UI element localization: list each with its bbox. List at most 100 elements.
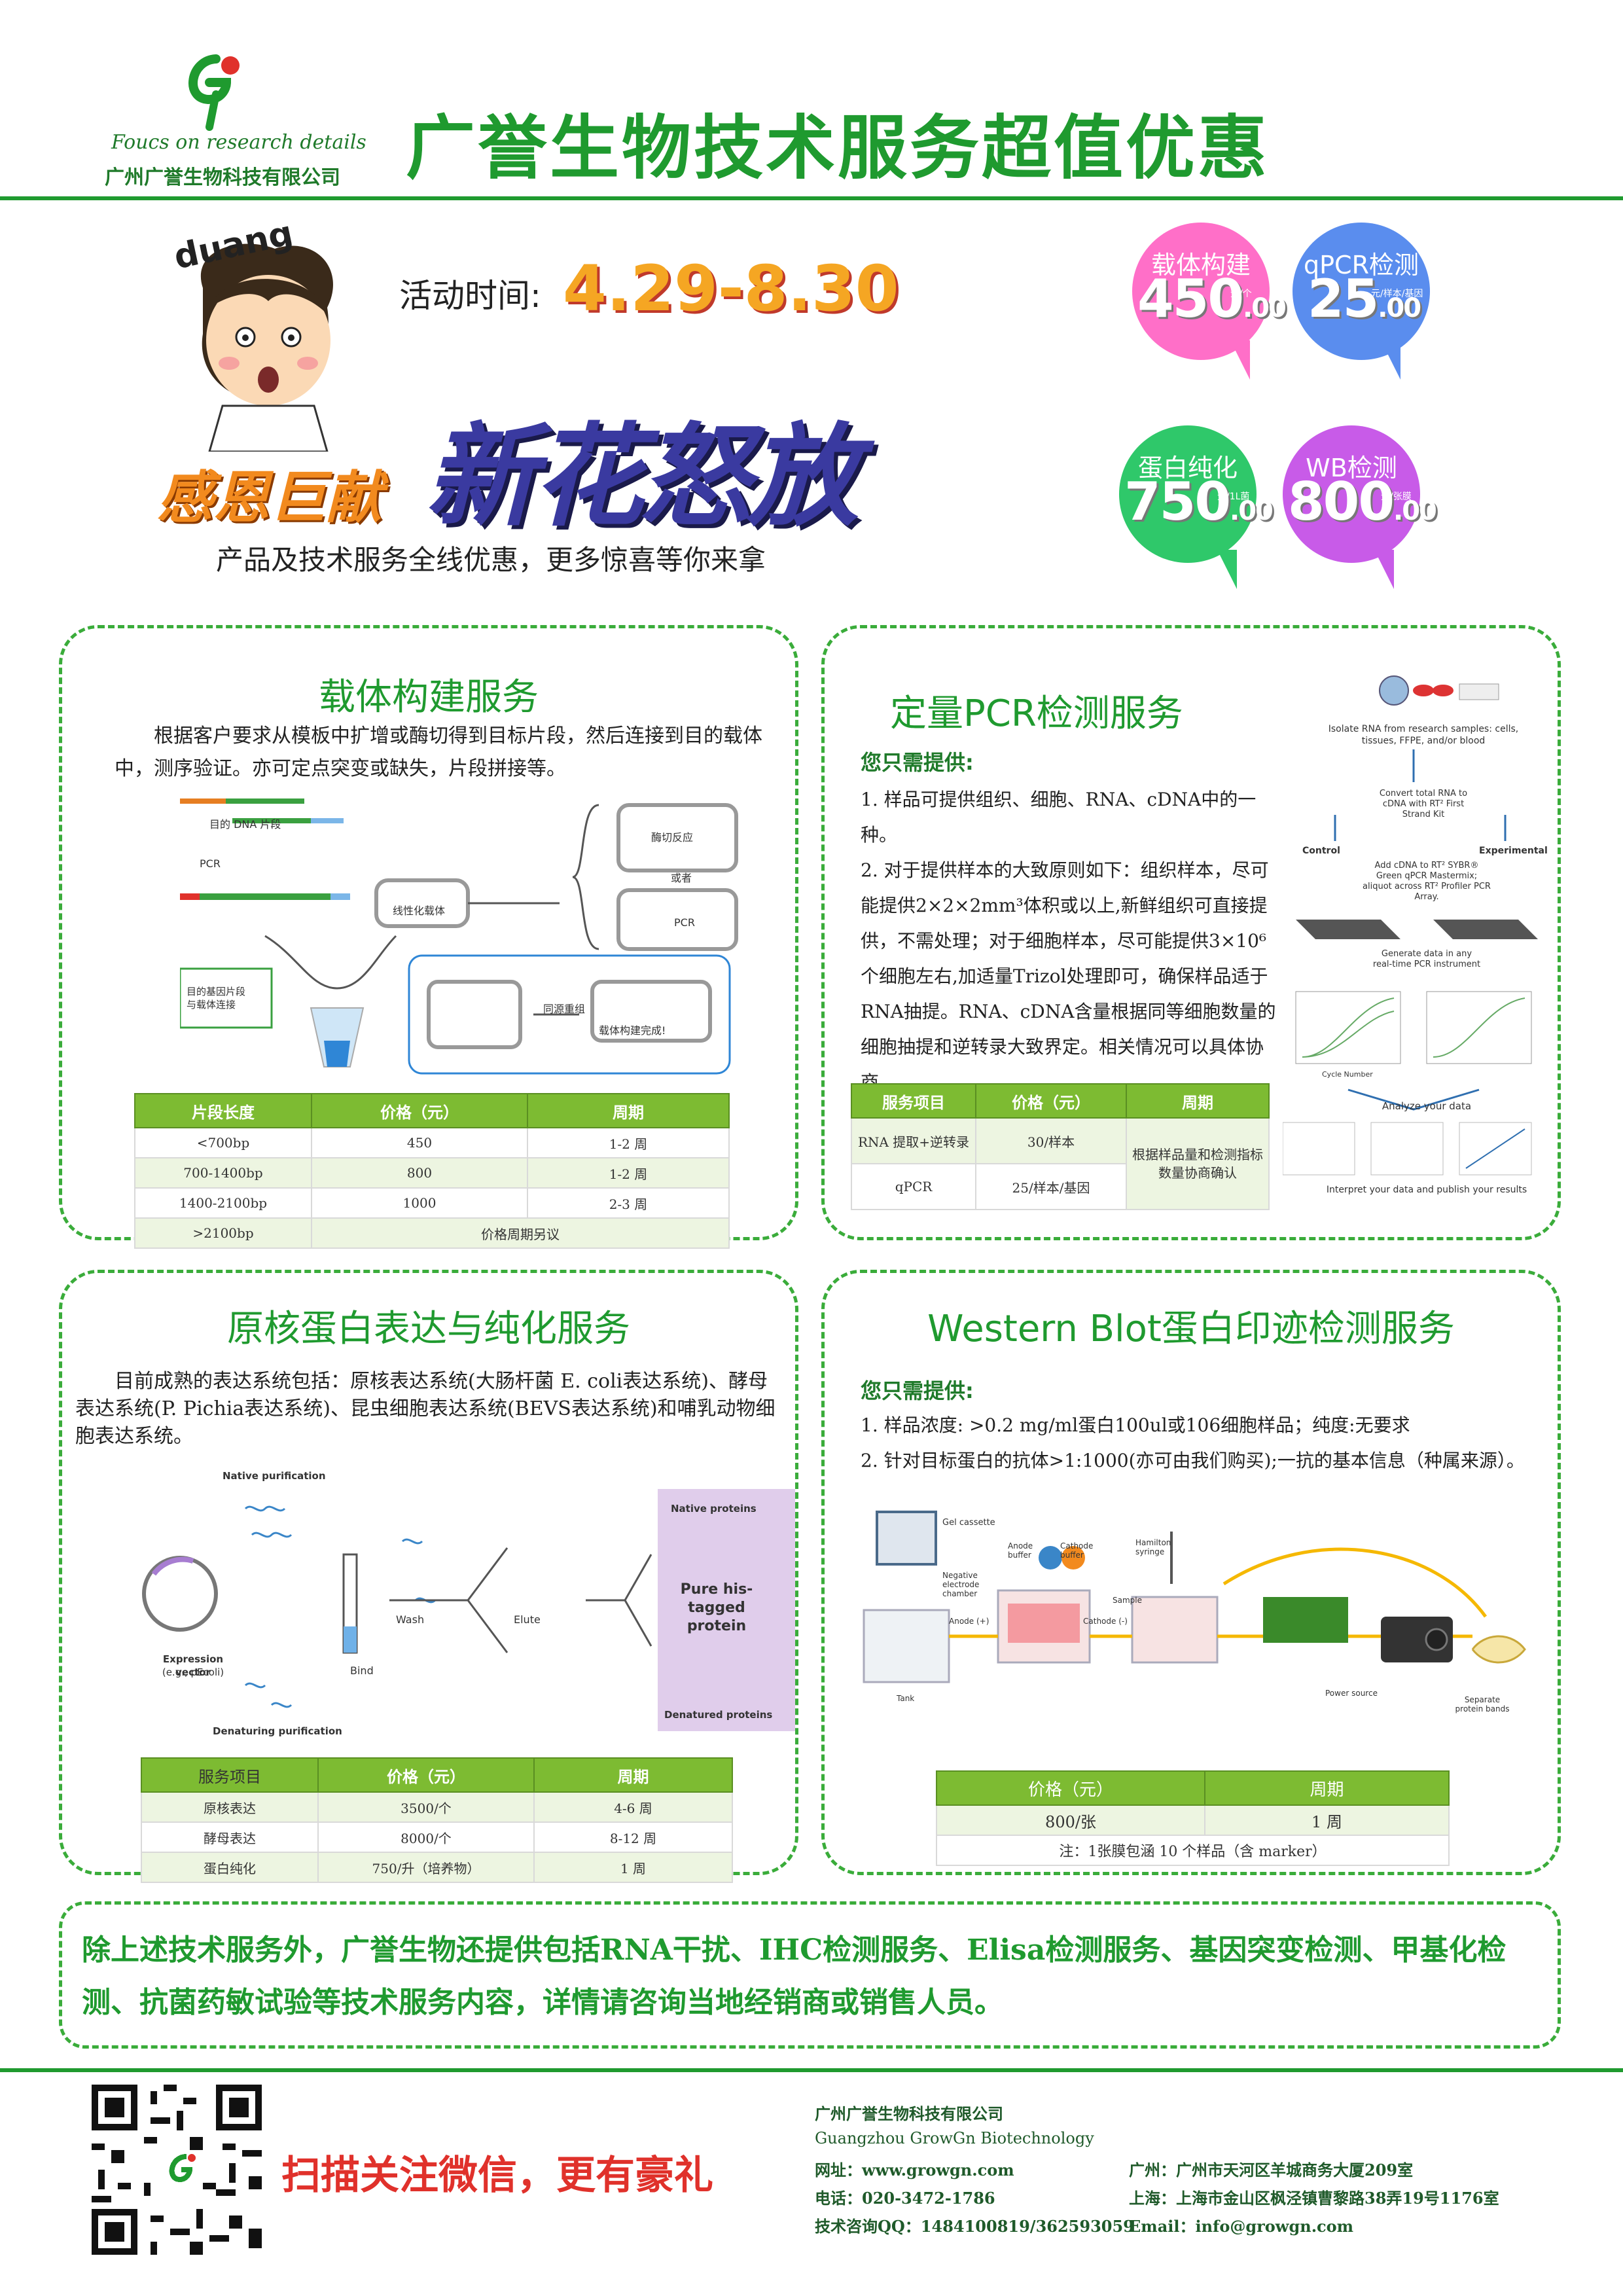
panel-extra: 除上述技术服务外，广誉生物还提供包括RNA干扰、IHC检测服务、Elisa检测服… xyxy=(59,1901,1561,2049)
wb-tank: Tank xyxy=(897,1694,915,1703)
qpcr-step-5: Analyze your data xyxy=(1382,1100,1472,1112)
page-title: 广誉生物技术服务超值优惠 xyxy=(406,108,1270,188)
qpcr-step-4: Generate data in any real-time PCR instr… xyxy=(1372,949,1481,969)
slogan-gratitude: 感恩巨献 xyxy=(157,465,382,531)
wb-cathode: Cathode (-) xyxy=(1083,1617,1128,1626)
table-header: 价格（元） xyxy=(311,1093,528,1128)
western-title: Western Blot蛋白印迹检测服务 xyxy=(927,1308,1455,1350)
protein-native-proteins: Native proteins xyxy=(671,1503,757,1515)
activity-time-value: 4.29-8.30 xyxy=(563,252,899,325)
slogan-bloom: 新花怒放 xyxy=(425,412,859,542)
qpcr-step-3: Add cDNA to RT² SYBR® Green qPCR Masterm… xyxy=(1363,861,1491,902)
vector-diagram xyxy=(180,798,738,1075)
table-header: 周期 xyxy=(533,1757,733,1793)
diag-target-dna: 目的 DNA 片段 xyxy=(209,818,281,831)
western-item-2: 2. 针对目标蛋白的抗体>1:1000(亦可由我们购买);一抗的基本信息（种属来… xyxy=(861,1450,1525,1471)
footer-qq: 技术咨询QQ：1484100819/362593059 xyxy=(815,2217,1134,2236)
qpcr-step-2: Convert total RNA to cDNA with RT² First… xyxy=(1379,789,1468,819)
extra-services-text: 除上述技术服务外，广誉生物还提供包括RNA干扰、IHC检测服务、Elisa检测服… xyxy=(82,1933,1507,2019)
wb-neg-chamber: Negative electrode chamber xyxy=(942,1571,980,1598)
protein-bind: Bind xyxy=(350,1664,374,1677)
badge-vector: 载体构建 450.00 元/个 xyxy=(1132,223,1287,360)
wb-sample: Sample xyxy=(1113,1596,1142,1605)
cartoon-boy xyxy=(164,229,360,453)
protein-denatured: Denatured proteins xyxy=(664,1709,773,1721)
diag-linear-vector: 线性化载体 xyxy=(393,905,446,917)
qpcr-item-2: 2. 对于提供样本的大致原则如下：组织样本，尽可能提供2×2×2mm³体积或以上… xyxy=(861,859,1276,1093)
qpcr-cycle-label: Cycle Number xyxy=(1322,1070,1373,1079)
wechat-qr-code xyxy=(92,2085,262,2255)
table-header: 价格（元） xyxy=(975,1083,1127,1119)
table-header: 周期 xyxy=(1204,1770,1450,1806)
protein-native: Native purification xyxy=(223,1470,326,1482)
footer-phone: 电话：020-3472-1786 xyxy=(815,2189,995,2208)
protein-wash: Wash xyxy=(396,1613,425,1626)
diag-ligate: 目的基因片段 与载体连接 xyxy=(187,986,246,1011)
qpcr-experimental: Experimental xyxy=(1479,846,1548,856)
qpcr-item-1: 1. 样品可提供组织、细胞、RNA、cDNA中的一种。 xyxy=(861,789,1257,846)
vector-title: 载体构建服务 xyxy=(319,676,539,719)
footer-email[interactable]: Email：info@growgn.com xyxy=(1129,2217,1354,2236)
western-diagram xyxy=(863,1511,1526,1683)
table-header: 片段长度 xyxy=(134,1093,312,1128)
logo xyxy=(170,46,255,131)
company-name: 广州广誉生物科技有限公司 xyxy=(105,166,340,189)
footer-website[interactable]: 网址：www.growgn.com xyxy=(815,2161,1014,2179)
badge-protein: 蛋白纯化 750.00 元/1L菌 xyxy=(1119,425,1274,563)
promo-subtitle: 产品及技术服务全线优惠，更多惊喜等你来拿 xyxy=(216,544,766,576)
footer-company-en: Guangzhou GrowGn Biotechnology xyxy=(815,2129,1094,2147)
panel-vector: 载体构建服务 根据客户要求从模板中扩增或酶切得到目标片段，然后连接到目的载体中，… xyxy=(59,625,798,1249)
diag-or: 或者 xyxy=(671,872,692,884)
diag-recombine: 同源重组 xyxy=(543,1003,586,1015)
qpcr-control: Control xyxy=(1302,846,1340,856)
table-header: 服务项目 xyxy=(851,1083,976,1119)
vector-description: 根据客户要求从模板中扩增或酶切得到目标片段，然后连接到目的载体中，测序验证。亦可… xyxy=(115,725,762,780)
qpcr-diagram xyxy=(1283,675,1538,1175)
panel-western: Western Blot蛋白印迹检测服务 您只需提供: 1. 样品浓度: >0.… xyxy=(821,1270,1561,1875)
header-divider xyxy=(0,196,1623,200)
scan-slogan: 扫描关注微信，更有豪礼 xyxy=(281,2153,713,2198)
slogan: Foucs on research details xyxy=(111,131,366,154)
table-header: 价格（元） xyxy=(936,1770,1205,1806)
qpcr-step-6: Interpret your data and publish your res… xyxy=(1326,1185,1527,1195)
protein-pure: Pure his-tagged protein xyxy=(680,1581,753,1634)
diag-pcr: PCR xyxy=(200,857,221,870)
wb-bands: Separate protein bands xyxy=(1455,1695,1510,1713)
table-header: 周期 xyxy=(1126,1083,1270,1119)
protein-denaturing: Denaturing purification xyxy=(213,1725,342,1737)
badge-wb: WB检测 800.00 元/张膜 xyxy=(1283,425,1437,563)
table-row: 注：1张膜包涵 10 个样品（含 marker） xyxy=(936,1835,1450,1866)
wb-gel: Gel cassette xyxy=(942,1518,995,1528)
footer-address-sh: 上海：上海市金山区枫泾镇曹黎路38弄19号1176室 xyxy=(1129,2189,1499,2208)
table-header: 服务项目 xyxy=(141,1757,319,1793)
qpcr-need-label: 您只需提供: xyxy=(861,750,974,775)
badge-qpcr: qPCR检测 25.00 元/样本/基因 xyxy=(1293,223,1430,360)
wb-power: Power source xyxy=(1325,1689,1378,1698)
protein-elute: Elute xyxy=(514,1613,541,1626)
protein-description: 目前成熟的表达系统包括：原核表达系统(大肠杆菌 E. coli表达系统)、酵母表… xyxy=(75,1370,776,1448)
footer-company-cn: 广州广誉生物科技有限公司 xyxy=(815,2104,1003,2123)
protein-title: 原核蛋白表达与纯化服务 xyxy=(227,1308,630,1350)
western-need-label: 您只需提供: xyxy=(861,1378,974,1403)
wb-anode-buffer: Anode buffer xyxy=(1008,1541,1033,1560)
footer-divider xyxy=(0,2068,1623,2072)
wb-anode: Anode (+) xyxy=(949,1617,990,1626)
wb-hamilton: Hamilton syringe xyxy=(1135,1538,1171,1556)
western-item-1: 1. 样品浓度: >0.2 mg/ml蛋白100ul或106细胞样品；纯度:无要… xyxy=(861,1414,1410,1436)
wb-cathode-buffer: Cathode buffer xyxy=(1060,1541,1094,1560)
protein-diagram xyxy=(142,1489,795,1731)
panel-protein: 原核蛋白表达与纯化服务 目前成熟的表达系统包括：原核表达系统(大肠杆菌 E. c… xyxy=(59,1270,798,1883)
diag-digest: 酶切反应 xyxy=(651,831,694,844)
